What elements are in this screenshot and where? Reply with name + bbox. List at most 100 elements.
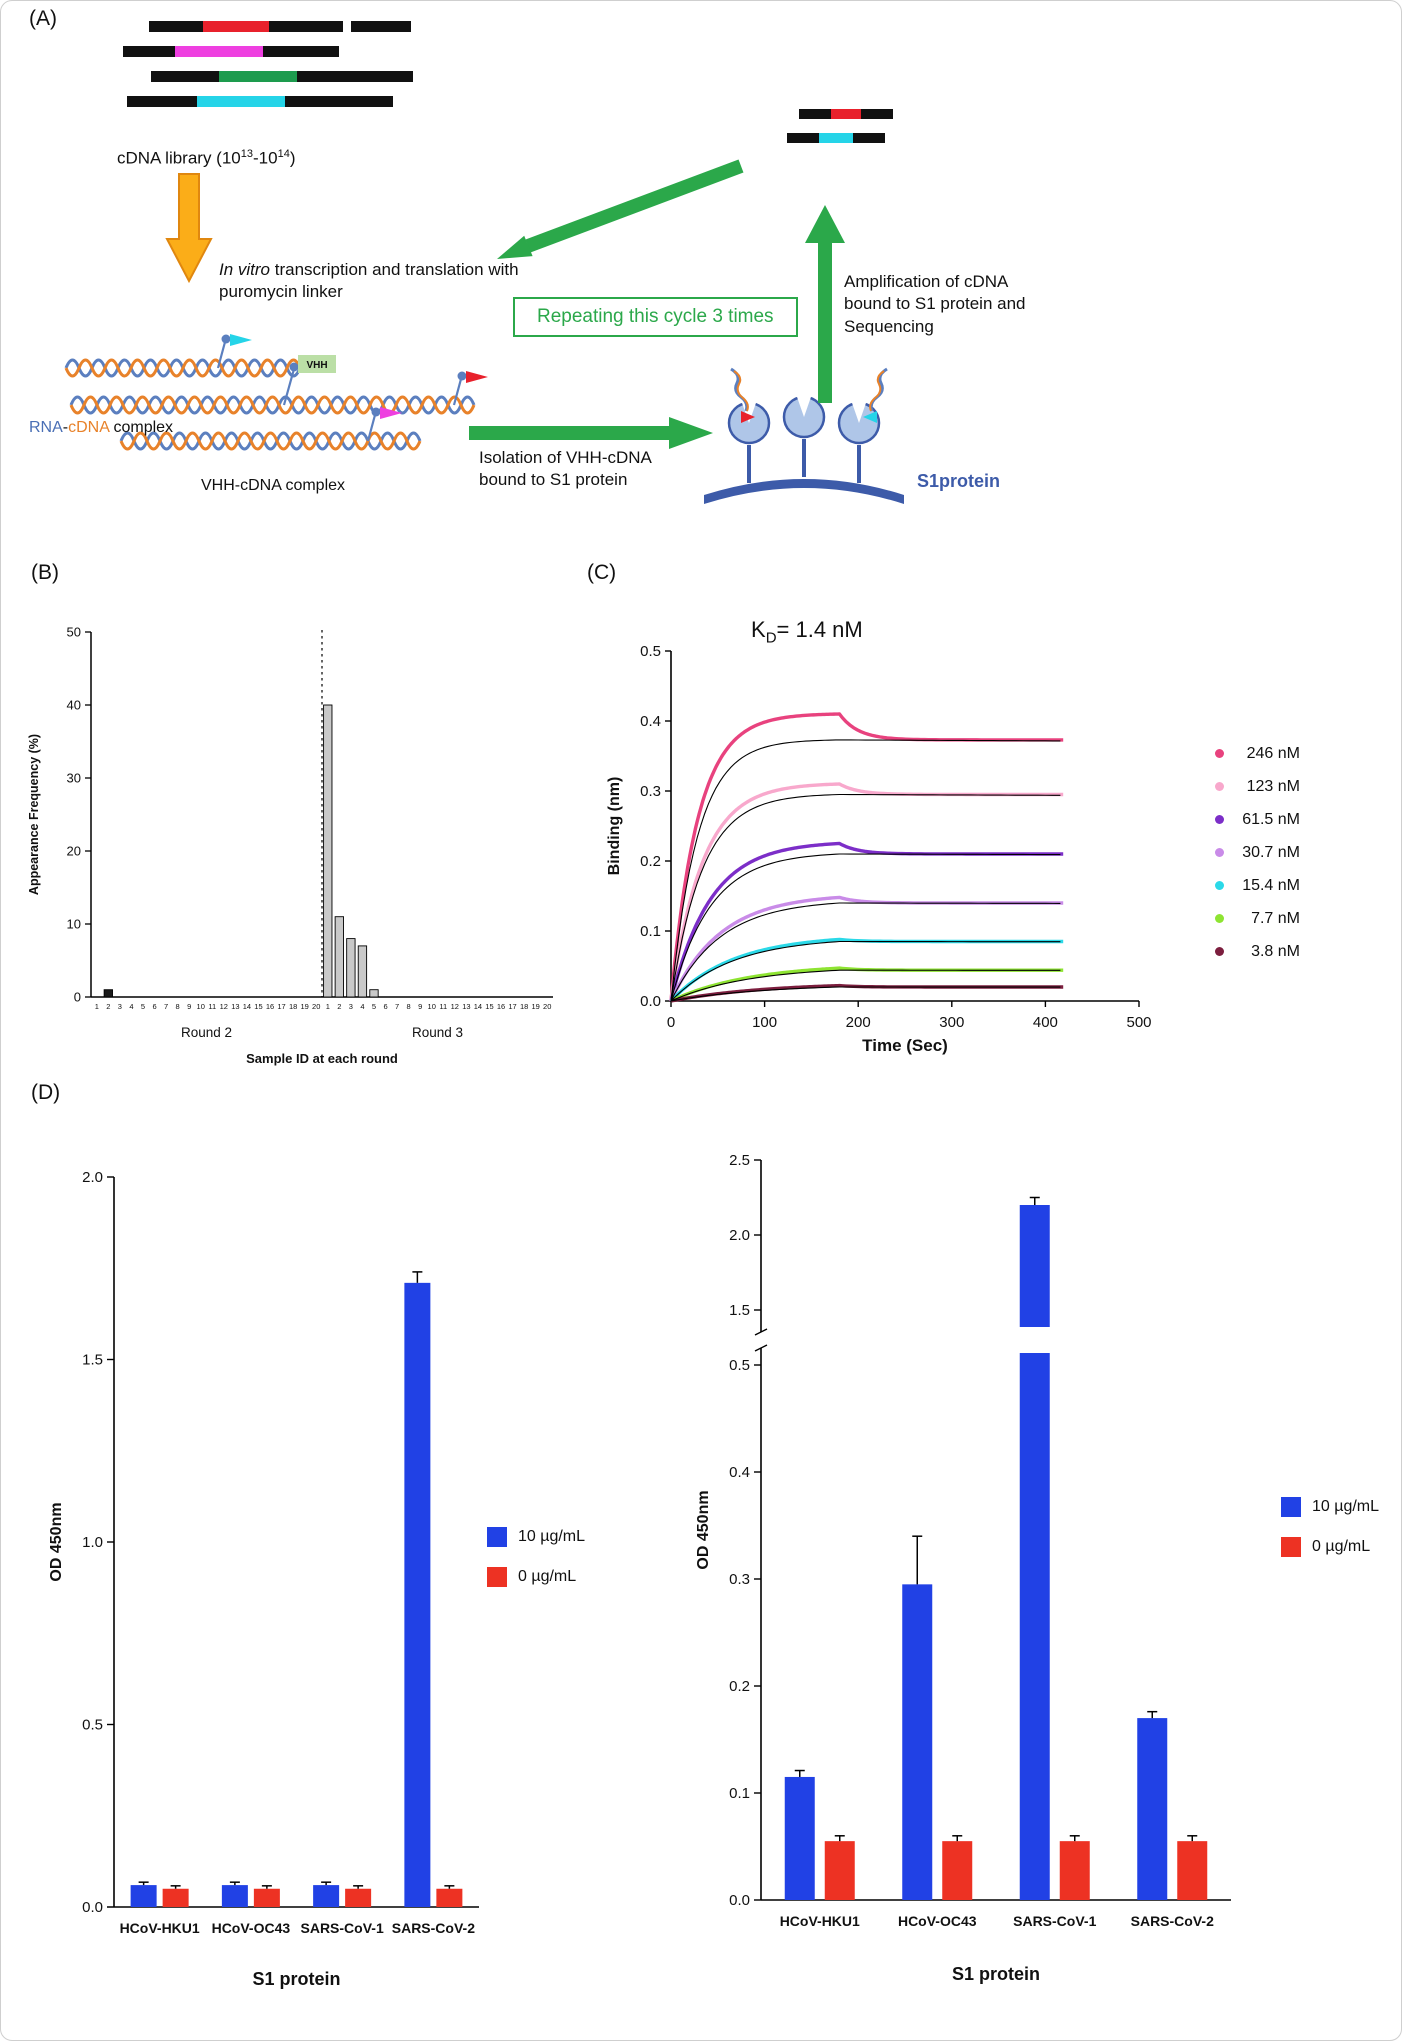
bound-vhh-right-strand bbox=[869, 370, 885, 412]
kd-k: K bbox=[751, 617, 766, 642]
x-tick-label: 18 bbox=[289, 1002, 297, 1011]
puromycin-dot bbox=[371, 407, 381, 417]
dna-bar-segment bbox=[351, 21, 411, 32]
y-tick-label: 50 bbox=[67, 625, 81, 640]
vhh-tag bbox=[298, 355, 336, 373]
legend-label: 61.5 nM bbox=[1242, 810, 1300, 828]
green-right-arrow bbox=[469, 417, 713, 449]
x-tick-label: 15 bbox=[254, 1002, 262, 1011]
y-tick-label: 0.0 bbox=[729, 1892, 750, 1909]
isolation-line2: bound to S1 protein bbox=[479, 470, 628, 490]
category-label: HCoV-HKU1 bbox=[780, 1913, 860, 1929]
peptide-flag bbox=[230, 334, 252, 346]
helix-strand-rna bbox=[69, 395, 476, 415]
x-tick-label: 500 bbox=[1126, 1014, 1151, 1031]
legend-item: 7.7 nM bbox=[1215, 902, 1300, 935]
y-axis-title: Binding (nm) bbox=[606, 777, 623, 876]
s1-notch bbox=[851, 400, 867, 423]
cyan-flag-small bbox=[863, 411, 877, 423]
kd-value: = 1.4 nM bbox=[776, 617, 863, 642]
membrane-arc bbox=[704, 479, 904, 504]
x-tick-label: 3 bbox=[118, 1002, 122, 1011]
od-bar bbox=[253, 1888, 280, 1907]
category-label: SARS-CoV-2 bbox=[1131, 1913, 1214, 1929]
legend-label: 0 µg/mL bbox=[1312, 1538, 1371, 1555]
elisa-chart-right: 0.00.10.20.30.40.51.52.02.5OD 450nmHCoV-… bbox=[695, 1152, 1231, 1984]
peptide-flag bbox=[380, 407, 402, 419]
od-bar bbox=[902, 1584, 933, 1900]
x-tick-label: 8 bbox=[176, 1002, 180, 1011]
isolation-text: Isolation of VHH-cDNA bound to S1 protei… bbox=[479, 447, 652, 492]
legend-label: 0 µg/mL bbox=[518, 1568, 577, 1585]
x-tick-label: 3 bbox=[349, 1002, 353, 1011]
dna-bar-segment bbox=[203, 21, 269, 32]
helix-strand-cdna bbox=[64, 358, 302, 378]
legend-item: 0 µg/mL bbox=[487, 1557, 585, 1597]
x-tick-label: 6 bbox=[152, 1002, 156, 1011]
puromycin-stem bbox=[216, 341, 227, 369]
legend-marker bbox=[1215, 782, 1224, 791]
x-tick-label: 20 bbox=[543, 1002, 551, 1011]
legend-item: 61.5 nM bbox=[1215, 803, 1300, 836]
x-tick-label: 5 bbox=[372, 1002, 376, 1011]
x-tick-label: 18 bbox=[520, 1002, 528, 1011]
complex-text: complex bbox=[109, 419, 174, 436]
y-tick-label: 0.4 bbox=[729, 1464, 750, 1481]
fit-curve bbox=[670, 793, 1061, 1002]
panel-c-label: (C) bbox=[587, 561, 617, 584]
od-bar bbox=[1059, 1841, 1090, 1900]
x-tick-label: 13 bbox=[231, 1002, 239, 1011]
selected-cdna-bars-graphic bbox=[787, 109, 893, 143]
legend-label: 123 nM bbox=[1246, 777, 1300, 795]
od-bar bbox=[221, 1885, 248, 1907]
legend-item: 15.4 nM bbox=[1215, 869, 1300, 902]
round-label: Round 2 bbox=[181, 1025, 232, 1040]
green-up-arrow bbox=[805, 205, 845, 403]
dna-bar-segment bbox=[149, 21, 203, 32]
fit-curve bbox=[670, 986, 1061, 1002]
cdna-library-label: cDNA library (1013-1014) bbox=[117, 147, 296, 170]
dna-bar-segment bbox=[197, 96, 285, 107]
x-tick-label: 8 bbox=[407, 1002, 411, 1011]
x-tick-label: 11 bbox=[208, 1002, 216, 1011]
od-bar bbox=[130, 1885, 157, 1907]
vhh-cdna-complex-label: VHH-cDNA complex bbox=[201, 477, 346, 494]
legend-label: 10 µg/mL bbox=[1312, 1498, 1380, 1515]
x-tick-label: 1 bbox=[326, 1002, 330, 1011]
legend-label: 3.8 nM bbox=[1251, 942, 1300, 960]
y-tick-label: 2.5 bbox=[729, 1152, 750, 1169]
y-tick-label: 1.5 bbox=[82, 1352, 103, 1369]
dna-bar-segment bbox=[819, 133, 853, 143]
s1-notch bbox=[741, 400, 757, 423]
dash-text: - bbox=[62, 419, 69, 436]
legend-item: 246 nM bbox=[1215, 737, 1300, 770]
y-tick-label: 0.1 bbox=[729, 1785, 750, 1802]
od-bar bbox=[313, 1885, 340, 1907]
dna-bar-segment bbox=[799, 109, 831, 119]
category-label: SARS-CoV-1 bbox=[301, 1920, 384, 1936]
x-tick-label: 20 bbox=[312, 1002, 320, 1011]
frequency-bar bbox=[103, 989, 113, 998]
repeat-cycle-box: Repeating this cycle 3 times bbox=[513, 297, 798, 337]
od-bar bbox=[1177, 1841, 1208, 1900]
cdna-text: cDNA bbox=[68, 419, 110, 436]
amplification-line1: Amplification of cDNA bbox=[844, 272, 1009, 291]
y-axis-title: Appearance Frequency (%) bbox=[27, 734, 41, 895]
x-tick-label: 6 bbox=[383, 1002, 387, 1011]
legend-marker bbox=[1215, 848, 1224, 857]
cdna-label-pre: cDNA library (10 bbox=[117, 148, 241, 168]
cdna-label-sup1: 13 bbox=[240, 148, 254, 160]
x-tick-label: 9 bbox=[418, 1002, 422, 1011]
dna-bar-segment bbox=[151, 71, 219, 82]
fit-curve bbox=[670, 940, 1061, 1002]
category-label: HCoV-OC43 bbox=[212, 1920, 291, 1936]
x-tick-label: 300 bbox=[939, 1014, 964, 1031]
x-tick-label: 4 bbox=[129, 1002, 133, 1011]
legend-marker bbox=[1281, 1497, 1301, 1517]
axis-break-mark bbox=[754, 1344, 768, 1352]
dna-bar-segment bbox=[787, 133, 819, 143]
kd-title: KD= 1.4 nM bbox=[751, 617, 863, 646]
y-tick-label: 40 bbox=[67, 698, 81, 713]
